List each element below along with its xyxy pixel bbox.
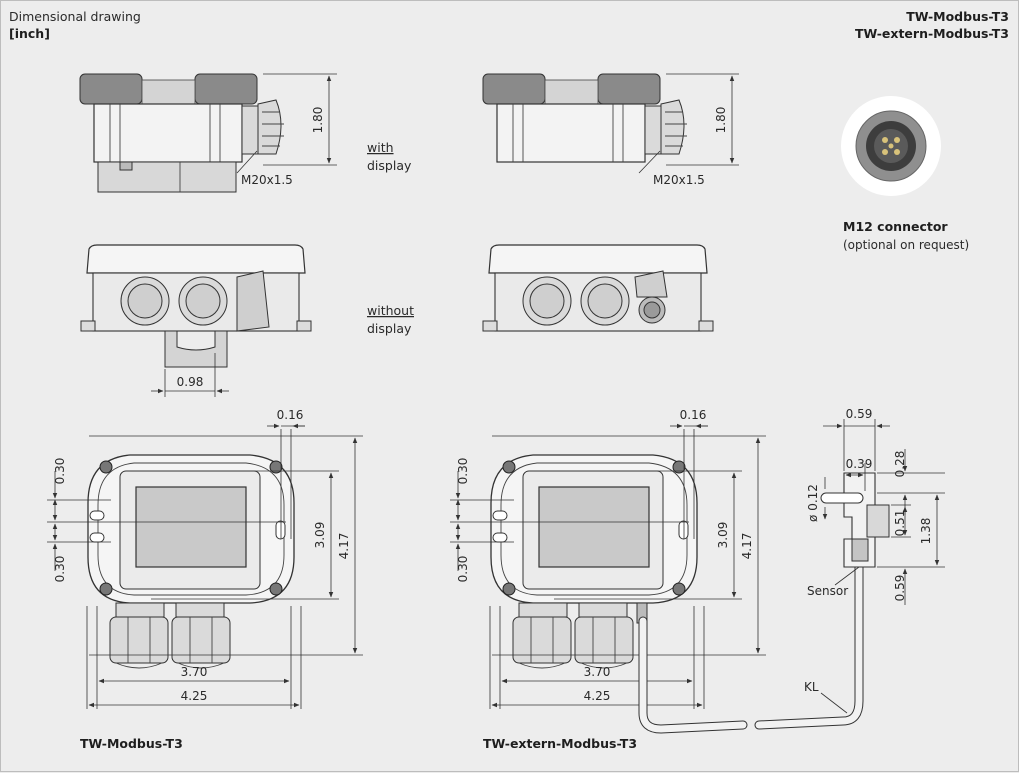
dim-hole-pitch-top-right: 0.30: [456, 458, 470, 485]
dims-sensor: [822, 419, 945, 605]
dim-total-width-right: 4.25: [584, 689, 611, 703]
thread-label-right: M20x1.5: [653, 173, 705, 187]
model-title-1: TW-Modbus-T3: [906, 9, 1009, 24]
front-view-right: [490, 454, 698, 669]
dim-hole-offset-left: 0.16: [277, 408, 304, 422]
connector-note: (optional on request): [843, 238, 969, 252]
dim-total-width-left: 4.25: [181, 689, 208, 703]
dims-front-right: [450, 423, 766, 709]
dim-total-height-left: 4.17: [337, 533, 351, 560]
bottom-view-right: [482, 244, 714, 332]
dim-hole-pitch-bottom-right: 0.30: [456, 556, 470, 583]
sensor-probe: [820, 472, 890, 568]
dim-inner-width-left: 3.70: [181, 665, 208, 679]
with-display-label-line2: display: [367, 158, 412, 173]
dim-sensor-hole: ø 0.12: [806, 484, 820, 522]
m12-connector-image: [841, 96, 941, 196]
dim-inner-width-right: 3.70: [584, 665, 611, 679]
dim-sensor-mid: 0.51: [893, 510, 907, 537]
with-display-label-line1: with: [367, 140, 394, 155]
dim-sensor-top: 0.28: [893, 451, 907, 478]
bottom-view-left: [80, 244, 312, 368]
dim-height-side-right: 1.80: [714, 107, 728, 134]
dim-rail-width: 0.98: [177, 375, 204, 389]
side-view-left-with-display: [79, 73, 285, 193]
dim-total-height-right: 4.17: [740, 533, 754, 560]
model-title-2: TW-extern-Modbus-T3: [855, 26, 1009, 41]
front-view-left: [87, 454, 295, 669]
dim-sensor-bottom: 0.59: [893, 575, 907, 602]
caption-right: TW-extern-Modbus-T3: [483, 736, 637, 751]
caption-left: TW-Modbus-T3: [80, 736, 183, 751]
unit-label: [inch]: [9, 26, 50, 41]
dim-hole-pitch-top-left: 0.30: [53, 458, 67, 485]
sensor-label: Sensor: [807, 584, 848, 598]
without-display-label-line1: without: [367, 303, 414, 318]
dim-inner-height-left: 3.09: [313, 522, 327, 549]
dim-sensor-width: 0.59: [846, 407, 873, 421]
thread-label-left: M20x1.5: [241, 173, 293, 187]
sensor-cable: [638, 556, 864, 734]
dim-hole-offset-right: 0.16: [680, 408, 707, 422]
cable-label: KL: [804, 680, 819, 694]
dim-hole-pitch-bottom-left: 0.30: [53, 556, 67, 583]
dim-height-side-left: 1.80: [311, 107, 325, 134]
without-display-label-line2: display: [367, 321, 412, 336]
connector-title: M12 connector: [843, 219, 948, 234]
drawing-title: Dimensional drawing: [9, 9, 141, 24]
dim-sensor-inner: 0.39: [846, 457, 873, 471]
dim-inner-height-right: 3.09: [716, 522, 730, 549]
dim-sensor-height: 1.38: [919, 518, 933, 545]
side-view-right-with-display: [482, 73, 688, 163]
dims-front-left: [47, 423, 363, 709]
